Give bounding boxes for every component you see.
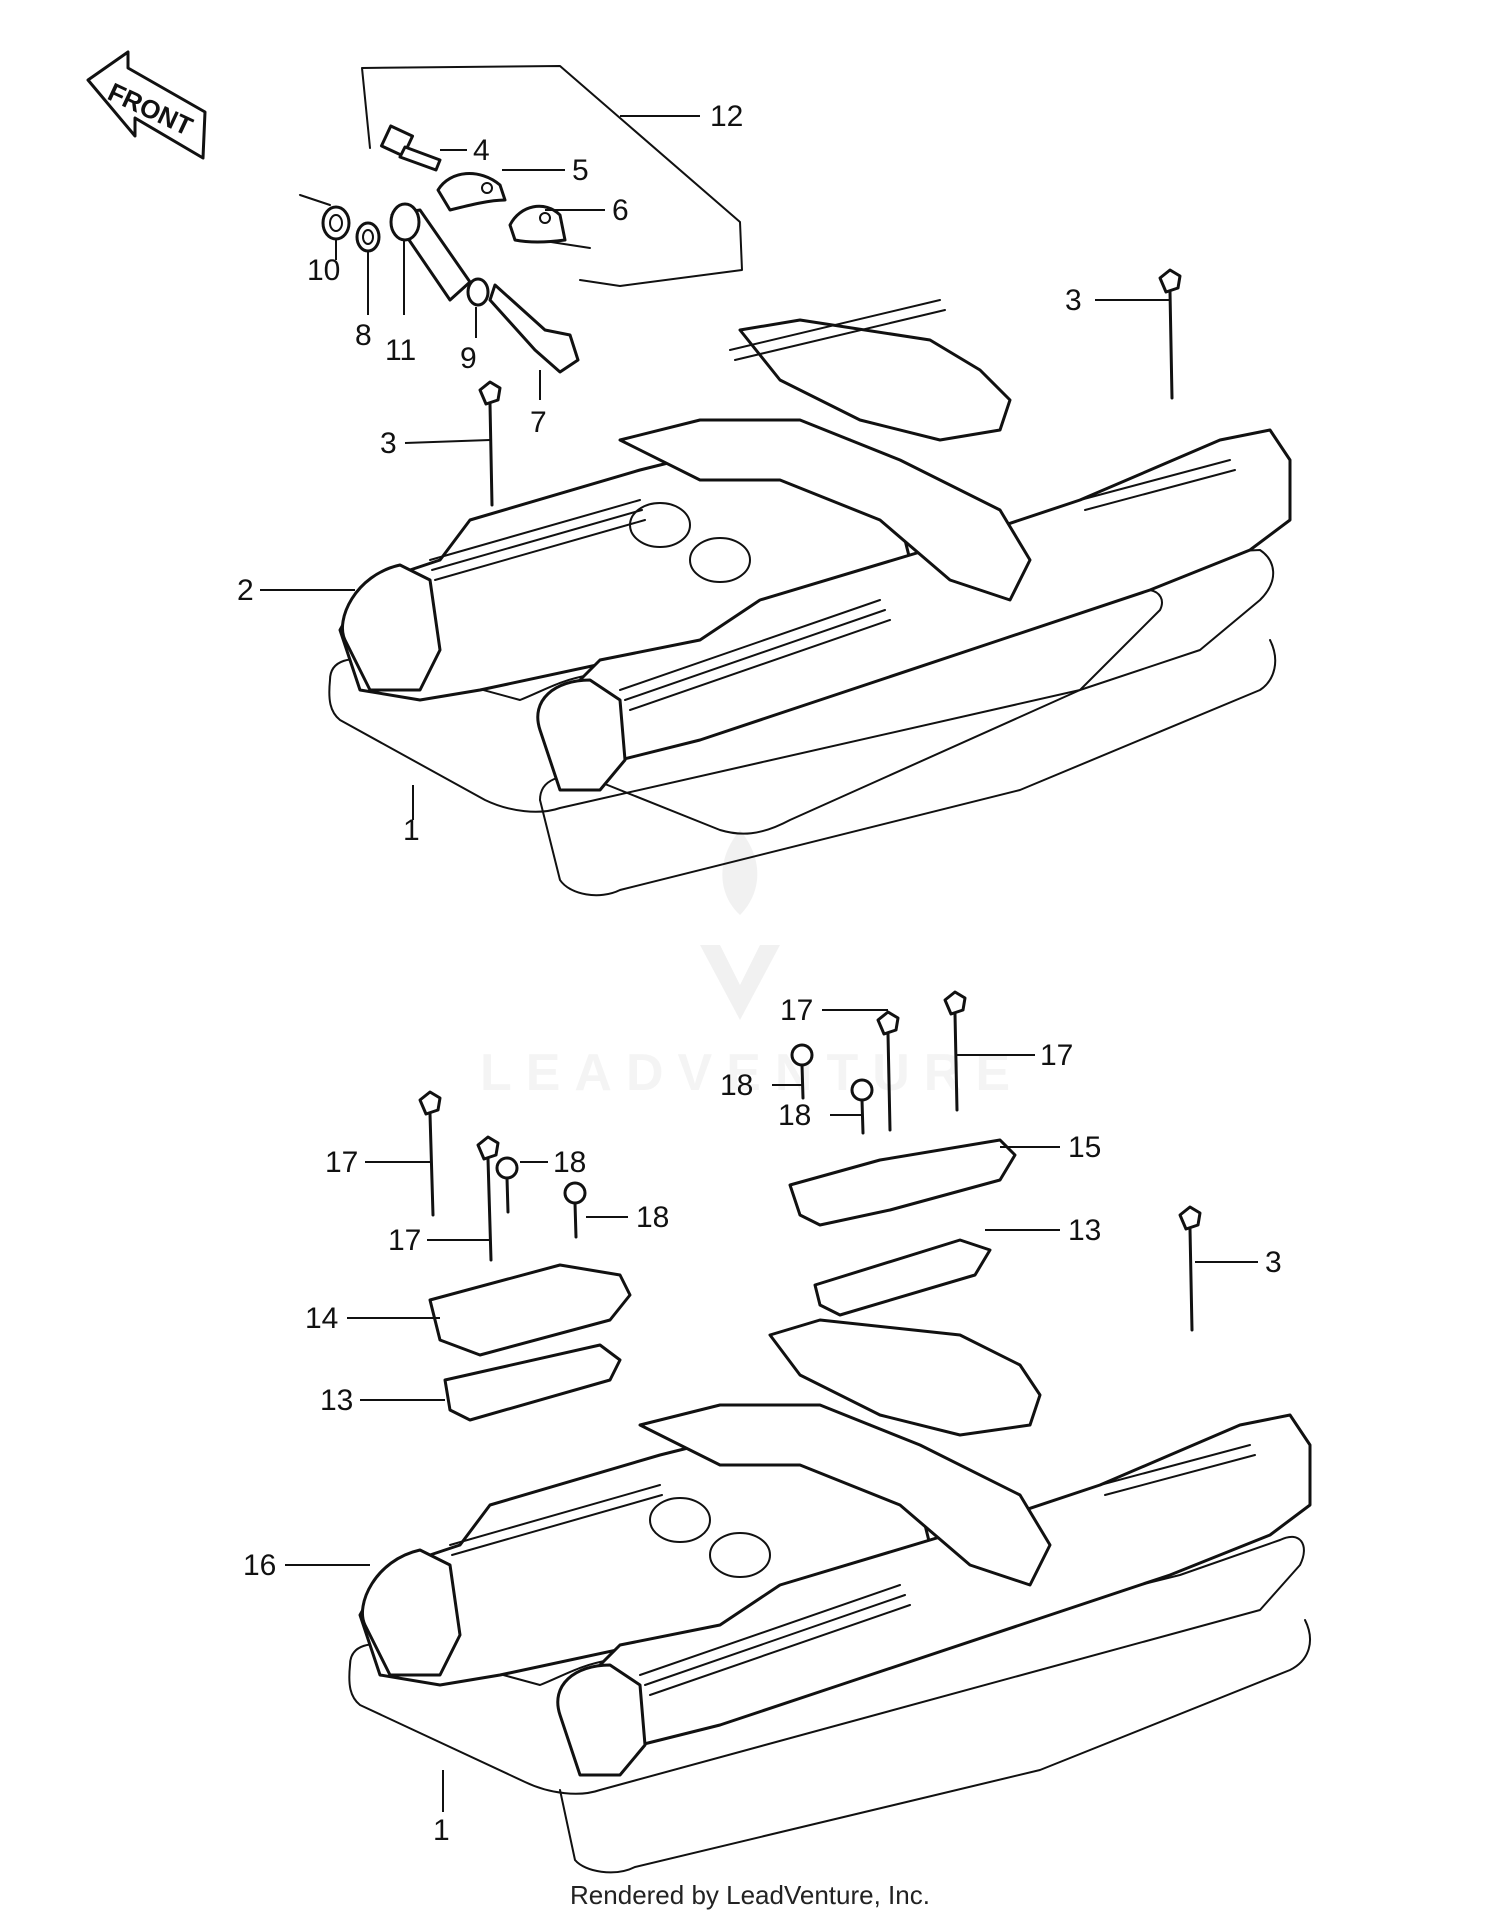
label-3-c: 3	[1265, 1246, 1282, 1279]
valve-cover-assembly-bottom	[348, 990, 1312, 1874]
label-11: 11	[385, 334, 416, 367]
label-5: 5	[572, 154, 589, 187]
label-18-c: 18	[553, 1146, 586, 1179]
label-13-b: 13	[320, 1384, 353, 1417]
label-6: 6	[612, 194, 629, 227]
label-17-d: 17	[388, 1224, 421, 1257]
label-16: 16	[243, 1549, 276, 1582]
part-labels: 1 2 3 3 4 5 6 7 8 9 10 11 12 17 17 18 18…	[237, 100, 1282, 1847]
label-2: 2	[237, 574, 254, 607]
label-9: 9	[460, 342, 477, 375]
label-17-a: 17	[780, 994, 813, 1027]
label-15: 15	[1068, 1131, 1101, 1164]
label-17-b: 17	[1040, 1039, 1073, 1072]
label-1-top: 1	[403, 814, 420, 847]
front-arrow-icon: FRONT	[86, 50, 207, 160]
leadventure-watermark-logo: LEADVENTURE	[480, 830, 1024, 1102]
leader-lines	[260, 115, 1258, 1812]
label-18-a: 18	[720, 1069, 753, 1102]
label-10: 10	[307, 254, 340, 287]
label-4: 4	[473, 134, 490, 167]
label-12: 12	[710, 100, 743, 133]
label-8: 8	[355, 319, 372, 352]
label-13-a: 13	[1068, 1214, 1101, 1247]
watermark-text: LEADVENTURE	[480, 1044, 1024, 1102]
label-3-b: 3	[1065, 284, 1082, 317]
label-7: 7	[530, 406, 547, 439]
label-17-c: 17	[325, 1146, 358, 1179]
footer-credit: Rendered by LeadVenture, Inc.	[570, 1880, 930, 1910]
label-1-bottom: 1	[433, 1814, 450, 1847]
label-18-d: 18	[636, 1201, 669, 1234]
label-3-a: 3	[380, 427, 397, 460]
small-parts-top	[321, 124, 580, 374]
valve-cover-assembly-top	[328, 268, 1292, 897]
label-18-b: 18	[778, 1099, 811, 1132]
kit-bracket-12	[299, 65, 743, 287]
label-14: 14	[305, 1302, 338, 1335]
